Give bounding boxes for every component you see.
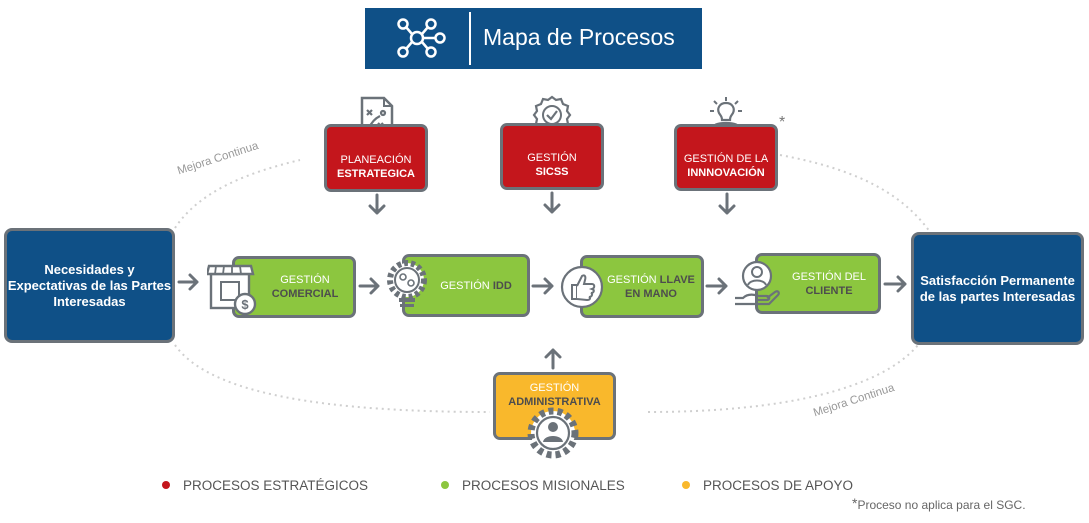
- arrow-llave-to-cliente: [705, 277, 728, 295]
- improvement-arc-bottom-right: [647, 344, 919, 413]
- process-label-line2: IDD: [492, 279, 512, 292]
- stakeholder-needs-box: Necesidades y Expectativas de las Partes…: [4, 228, 175, 343]
- stakeholder-needs-label: Necesidades y Expectativas de las Partes…: [7, 261, 172, 309]
- arrow-cliente-to-output: [883, 275, 907, 293]
- arrow-comercial-to-idd: [358, 277, 380, 295]
- legend-label: PROCESOS DE APOYO: [703, 477, 854, 493]
- process-label-line1: GESTIÓN: [527, 152, 577, 164]
- process-planeacion-estrategica: PLANEACIÓN ESTRATEGICA: [324, 124, 428, 192]
- process-label-line2: ADMINISTRATIVA: [508, 396, 601, 408]
- process-label-line2: COMERCIAL: [271, 288, 339, 300]
- process-label-line2: ESTRATEGICA: [336, 168, 416, 180]
- process-label-line1b: LLAVE: [659, 273, 695, 286]
- process-gestion-innovacion: GESTIÓN DE LA INNNOVACIÓN: [674, 124, 778, 191]
- process-gestion-idd: GESTIÓN IDD: [402, 254, 530, 317]
- footnote-text: Proceso no aplica para el SGC.: [857, 498, 1026, 512]
- improvement-arc-top-right: [779, 154, 931, 233]
- process-label-line1: GESTIÓN DE LA: [683, 153, 769, 165]
- gear-person-icon: [527, 407, 579, 459]
- legend-item-missional: PROCESOS MISIONALES: [441, 477, 625, 493]
- legend-dot-green: [441, 481, 449, 489]
- arrow-innovacion-down: [718, 192, 736, 215]
- legend-item-support: PROCESOS DE APOYO: [682, 477, 853, 493]
- arrow-idd-to-llave: [531, 277, 554, 295]
- customer-hand-icon: [735, 260, 780, 306]
- stakeholder-satisfaction-box: Satisfacción Permanente de las partes In…: [911, 232, 1084, 345]
- arrow-input-to-comercial: [177, 273, 199, 291]
- process-label-line1: GESTIÓN: [529, 382, 580, 394]
- process-gestion-cliente: GESTIÓN DEL CLIENTE: [755, 253, 881, 314]
- network-nodes-icon: [397, 18, 446, 58]
- process-label-line2: SICSS: [535, 166, 569, 178]
- process-label-line2: EN MANO: [625, 287, 677, 300]
- footnote: *Proceso no aplica para el SGC.: [852, 495, 1026, 514]
- legend-label: PROCESOS MISIONALES: [462, 477, 625, 493]
- arrow-sicss-down: [543, 191, 561, 214]
- legend-item-strategic: PROCESOS ESTRATÉGICOS: [162, 477, 368, 493]
- process-label-line1: GESTIÓN DEL: [792, 270, 866, 283]
- process-label-line1: GESTIÓN: [607, 273, 657, 286]
- storefront-money-icon: $: [207, 264, 257, 316]
- page-title: Mapa de Procesos: [483, 24, 675, 50]
- legend-dot-red: [162, 481, 170, 489]
- stakeholder-satisfaction-label: Satisfacción Permanente de las partes In…: [919, 272, 1076, 304]
- process-label-line2: CLIENTE: [805, 284, 853, 297]
- legend-label: PROCESOS ESTRATÉGICOS: [183, 477, 369, 493]
- gear-lightbulb-icon: [387, 260, 427, 307]
- process-label-line2: INNNOVACIÓN: [687, 167, 765, 179]
- legend-dot-yellow: [682, 481, 690, 489]
- title-bar: Mapa de Procesos: [365, 8, 702, 69]
- thumbs-up-icon: [560, 265, 604, 309]
- title-divider: [469, 12, 471, 65]
- svg-text:$: $: [241, 297, 249, 312]
- process-label-line1: GESTIÓN: [280, 274, 330, 286]
- improvement-arc-bottom-left: [174, 344, 491, 413]
- improvement-arc-top-left: [174, 159, 301, 229]
- process-label-line1: PLANEACIÓN: [340, 154, 412, 166]
- asterisk-marker: *: [779, 114, 786, 131]
- footnote-star: *: [852, 495, 858, 511]
- process-label-line1: GESTIÓN: [440, 279, 490, 292]
- arrow-administrativa-up: [544, 348, 562, 370]
- process-gestion-sicss: GESTIÓN SICSS: [500, 123, 604, 190]
- arrow-planeacion-down: [368, 193, 386, 215]
